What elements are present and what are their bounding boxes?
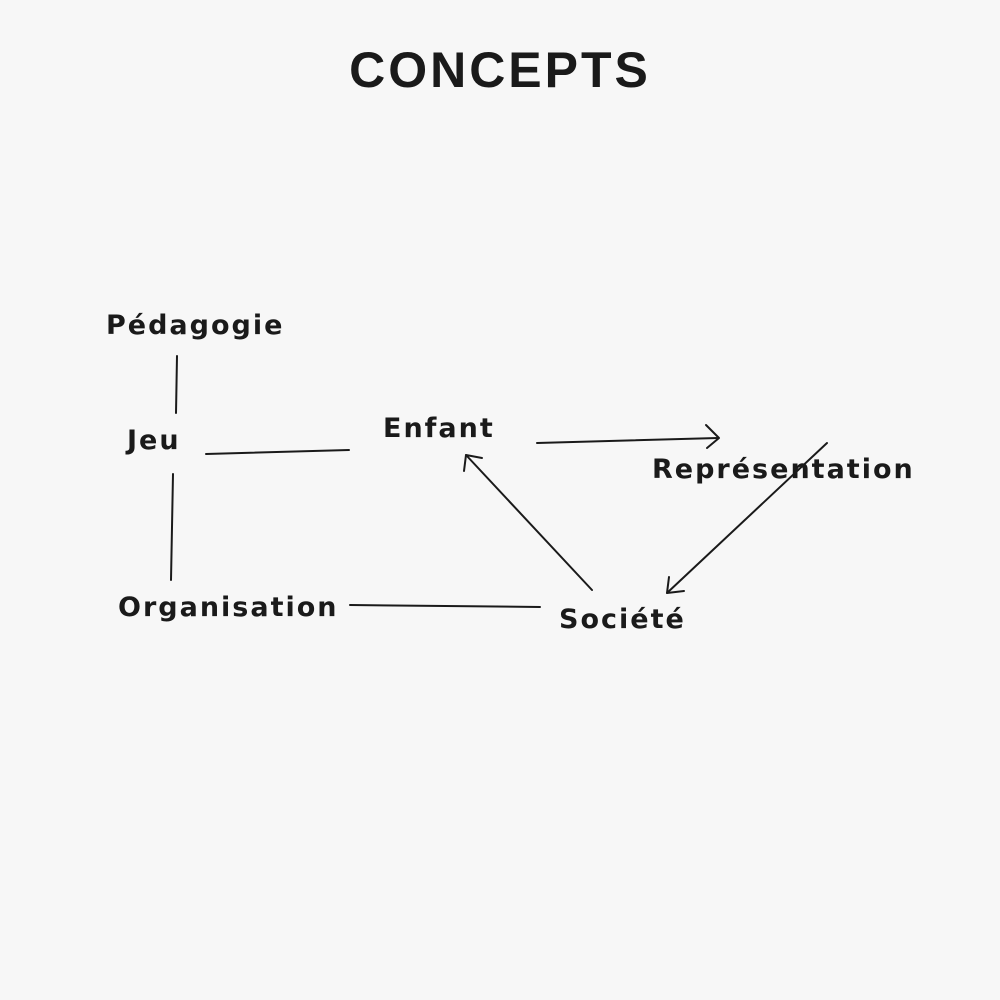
- edge-jeu-enfant: [205, 449, 350, 455]
- edge-pedagogie-jeu: [175, 355, 178, 414]
- node-representation: Représentation: [652, 454, 915, 485]
- edge-jeu-organisation: [170, 473, 174, 581]
- node-societe: Société: [559, 604, 686, 635]
- node-jeu: Jeu: [127, 425, 181, 456]
- node-organisation: Organisation: [118, 592, 339, 623]
- node-pedagogie: Pédagogie: [106, 310, 285, 341]
- edge-societe-enfant: [463, 454, 593, 591]
- edge-organisation-societe: [349, 604, 541, 608]
- diagram-title: CONCEPTS: [349, 42, 651, 98]
- node-enfant: Enfant: [383, 413, 495, 444]
- edge-representation-societe: [666, 442, 828, 594]
- edge-enfant-representation: [536, 424, 720, 449]
